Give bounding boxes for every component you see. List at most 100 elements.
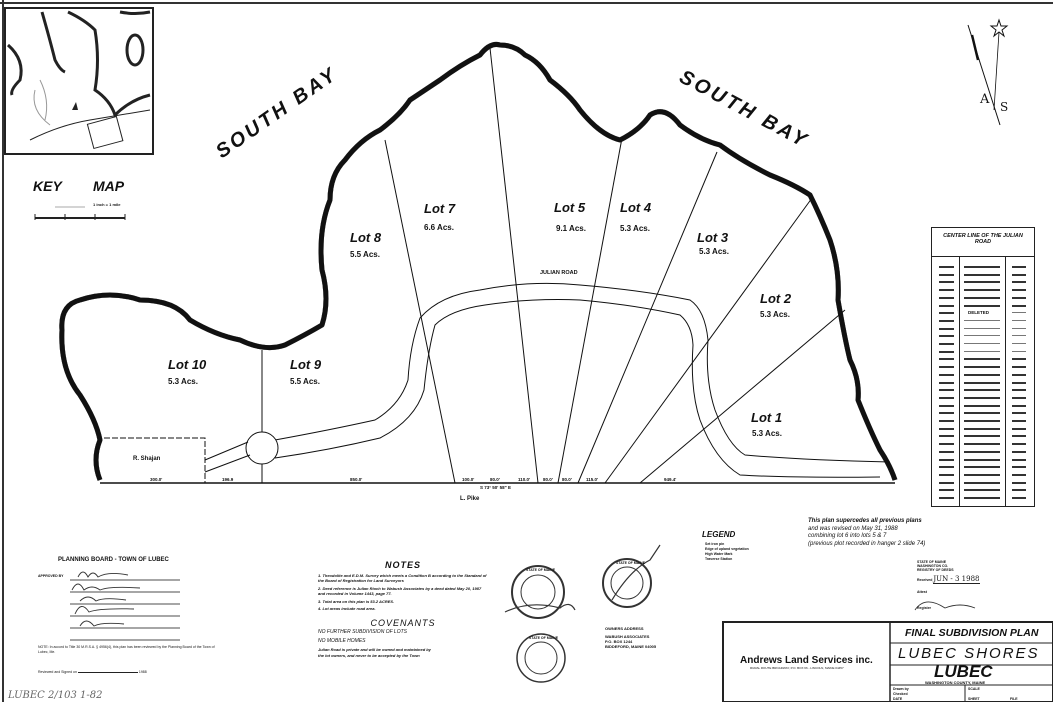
table-row bbox=[932, 325, 1034, 333]
table-row bbox=[932, 286, 1034, 294]
registry-header: REGISTRY OF DEEDS bbox=[917, 568, 954, 572]
legend-item: High Water Mark bbox=[705, 552, 733, 556]
lot-area: 5.3 Acs. bbox=[168, 377, 198, 386]
legend-title: LEGEND bbox=[702, 530, 736, 539]
note-item: 3. Total area on this plan is 53.2 ACRES… bbox=[318, 598, 395, 604]
registry-header: WASHINGTON CO. bbox=[917, 564, 949, 568]
owners-line: BIDDEFORD, MAINE 04005 bbox=[605, 644, 657, 649]
table-row bbox=[932, 471, 1034, 479]
reviewed-year: 1988 bbox=[138, 670, 147, 674]
date-label: DATE bbox=[893, 697, 903, 701]
key-map-scale: 1 inch = 1 mile bbox=[93, 202, 121, 207]
lot-name: Lot 10 bbox=[168, 357, 207, 372]
table-row bbox=[932, 348, 1034, 356]
owners-line: P.O. BOX 1244 bbox=[605, 639, 633, 644]
lot-name: Lot 7 bbox=[424, 201, 456, 216]
dim: 80.0' bbox=[490, 477, 500, 482]
notes: NOTES 1. Theodolite and E.D.M. Survey wh… bbox=[318, 560, 488, 658]
table-row bbox=[932, 355, 1034, 363]
table-row bbox=[932, 409, 1034, 417]
table-row bbox=[932, 271, 1034, 279]
shajan-parcel-boundary bbox=[104, 437, 206, 483]
lot-name: Lot 8 bbox=[350, 230, 382, 245]
registry-stamp: STATE OF MAINE WASHINGTON CO. REGISTRY O… bbox=[917, 560, 980, 610]
revision-line: and was revised on May 31, 1988 bbox=[808, 525, 898, 532]
abutter-south: L. Pike bbox=[460, 496, 480, 502]
table-row bbox=[932, 371, 1034, 379]
table-row bbox=[932, 386, 1034, 394]
registry-received: Received bbox=[917, 578, 933, 582]
table-row bbox=[932, 440, 1034, 448]
table-row bbox=[932, 417, 1034, 425]
julian-road bbox=[204, 282, 891, 478]
lot-name: Lot 3 bbox=[697, 230, 729, 245]
legend-item: Edge of upland vegetation bbox=[705, 547, 749, 551]
seal-label: STATE OF MAINE bbox=[529, 636, 559, 640]
notes-title: NOTES bbox=[384, 560, 421, 570]
revision-line: This plan supercedes all previous plans bbox=[808, 518, 922, 524]
table-row bbox=[932, 402, 1034, 410]
owners-line: WABUSH ASSOCIATES bbox=[605, 634, 650, 639]
owners-address: OWNERS ADDRESS WABUSH ASSOCIATES P.O. BO… bbox=[605, 626, 656, 649]
dim: 949.4' bbox=[664, 477, 677, 482]
owners-title: OWNERS ADDRESS bbox=[605, 626, 644, 631]
checked-label: Checked bbox=[893, 692, 908, 696]
table-row bbox=[932, 340, 1034, 348]
table-row bbox=[932, 456, 1034, 464]
legend: LEGEND Set iron pin Edge of upland veget… bbox=[690, 530, 749, 562]
dim: 100.0' bbox=[462, 477, 475, 482]
seal-label: STATE OF MAINE bbox=[616, 561, 646, 565]
planning-board-title: PLANNING BOARD - TOWN OF LUBEC bbox=[58, 557, 169, 563]
centerline-table-title: CENTER LINE OF THE JULIAN ROAD bbox=[932, 228, 1034, 257]
table-row bbox=[932, 332, 1034, 340]
covenant-item: Julian Road is private and will be owned… bbox=[318, 647, 431, 658]
shoreline bbox=[62, 44, 895, 480]
approved-by-label: APPROVED BY bbox=[38, 574, 64, 578]
table-row bbox=[932, 363, 1034, 371]
revision-line: (previous plot recorded in hanger 2 slid… bbox=[808, 540, 926, 547]
firm-address: RURAL ROUTE BROADWAY, P.O. BOX 66 - LINC… bbox=[750, 666, 844, 670]
lot-area: 5.3 Acs. bbox=[699, 247, 729, 256]
lot-area: 6.6 Acs. bbox=[424, 223, 454, 232]
lot-name: Lot 2 bbox=[760, 291, 792, 306]
table-row bbox=[932, 302, 1034, 310]
note-item: 1. Theodolite and E.D.M. Survey which me… bbox=[318, 572, 487, 584]
key-map-title-key: KEY bbox=[33, 178, 62, 194]
surveyor-seals bbox=[504, 544, 661, 683]
deleted-label: DELETED bbox=[968, 310, 990, 316]
firm-block: Andrews Land Services inc. RURAL ROUTE B… bbox=[740, 655, 873, 670]
registry-register: Register bbox=[917, 606, 932, 610]
planning-board-reviewed: Reviewed and Signed on 1988 bbox=[38, 670, 147, 674]
table-row bbox=[932, 479, 1034, 487]
table-row bbox=[932, 294, 1034, 302]
covenants-title: COVENANTS bbox=[370, 617, 436, 628]
key-map bbox=[4, 7, 154, 220]
handwritten-signatures bbox=[71, 571, 976, 627]
lot-area: 9.1 Acs. bbox=[556, 224, 586, 233]
key-map-title-map: MAP bbox=[93, 178, 125, 194]
centerline-table: CENTER LINE OF THE JULIAN ROAD DELETED bbox=[931, 227, 1035, 507]
lot-area: 5.3 Acs. bbox=[760, 310, 790, 319]
dim: 196.9 bbox=[222, 477, 234, 482]
revision-note: This plan supercedes all previous plans … bbox=[808, 518, 925, 548]
table-row bbox=[932, 432, 1034, 440]
scale-label: SCALE bbox=[968, 687, 980, 691]
sheet-label: SHEET bbox=[968, 697, 980, 701]
dim: 300.0' bbox=[150, 477, 163, 482]
subdivision-name: LUBEC SHORES bbox=[898, 645, 1040, 662]
covenant-item: NO MOBILE HOMES bbox=[318, 637, 366, 644]
note-item: 2. Deed reference is Julian Rioch to Wab… bbox=[318, 585, 482, 597]
table-row bbox=[932, 425, 1034, 433]
centerline-table-body: DELETED bbox=[932, 257, 1034, 507]
table-row: DELETED bbox=[932, 309, 1034, 317]
registry-attest: Attest bbox=[917, 590, 927, 594]
lot-area: 5.5 Acs. bbox=[290, 377, 320, 386]
lot-name: Lot 1 bbox=[751, 410, 783, 425]
table-row bbox=[932, 278, 1034, 286]
legend-item: Set iron pin bbox=[705, 542, 725, 546]
dim: 80.0' bbox=[543, 477, 553, 482]
town-name: LUBEC bbox=[934, 662, 993, 681]
firm-name: Andrews Land Services inc. bbox=[740, 655, 873, 666]
title-block-frame bbox=[722, 621, 1053, 702]
